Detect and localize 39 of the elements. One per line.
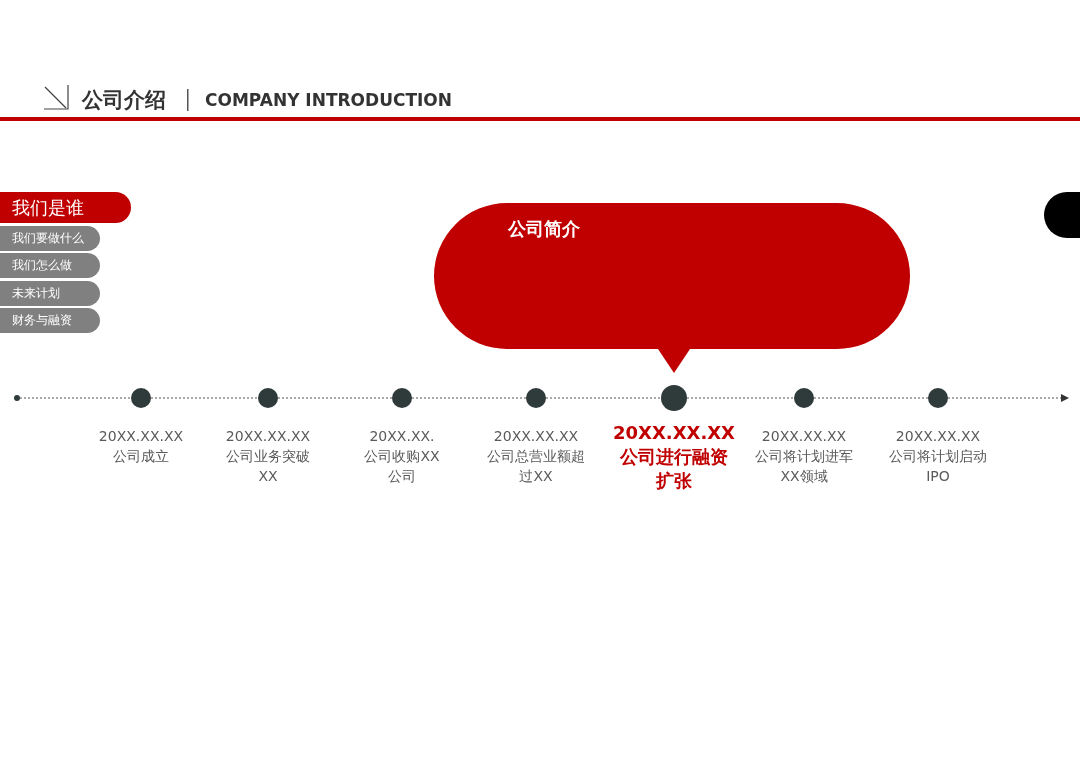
milestone-text: 公司总营业额超过XX xyxy=(486,447,586,486)
milestone-date: 20XX.XX.XX xyxy=(224,427,312,446)
menu-tab: 我们怎么做 xyxy=(0,253,100,278)
milestone-dot xyxy=(392,388,412,408)
milestone-text: 公司将计划进军XX领域 xyxy=(754,447,854,486)
milestone-text: 公司业务突破XX xyxy=(225,447,311,486)
menu-tab: 未来计划 xyxy=(0,281,100,306)
menu-tab: 我们要做什么 xyxy=(0,226,100,251)
milestone-date: 20XX.XX. xyxy=(368,427,436,446)
side-tab xyxy=(1044,192,1080,238)
menu-tab: 我们是谁 xyxy=(0,192,131,223)
milestone-dot xyxy=(661,385,687,411)
milestone-date: 20XX.XX.XX xyxy=(894,427,982,446)
milestone-date: 20XX.XX.XX xyxy=(97,427,185,446)
milestone-date: 20XX.XX.XX xyxy=(612,421,736,445)
milestone-dot xyxy=(794,388,814,408)
timeline-line xyxy=(277,397,393,399)
milestone-dot xyxy=(526,388,546,408)
milestone-text: 公司将计划启动IPO xyxy=(888,447,988,486)
milestone-dot xyxy=(928,388,948,408)
milestone-text: 公司进行融资扩张 xyxy=(619,445,729,493)
title: 公司介绍 xyxy=(82,87,166,114)
timeline-line xyxy=(813,397,929,399)
timeline-line xyxy=(19,397,132,399)
timeline-line xyxy=(411,397,527,399)
start-dot xyxy=(14,395,20,401)
timeline-arrow xyxy=(947,394,1069,402)
speech-bubble: 公司简介 xyxy=(434,203,910,374)
timeline-line xyxy=(686,397,795,399)
timeline-line xyxy=(150,397,259,399)
milestone-dot xyxy=(258,388,278,408)
subtitle: COMPANY INTRODUCTION xyxy=(205,89,453,111)
milestone-text: 公司收购XX公司 xyxy=(363,447,441,486)
milestone-date: 20XX.XX.XX xyxy=(760,427,848,446)
milestone-text: 公司成立 xyxy=(112,447,170,466)
menu-tab: 财务与融资 xyxy=(0,308,100,333)
milestone-dot xyxy=(131,388,151,408)
milestone-date: 20XX.XX.XX xyxy=(492,427,580,446)
timeline-line xyxy=(545,397,662,399)
